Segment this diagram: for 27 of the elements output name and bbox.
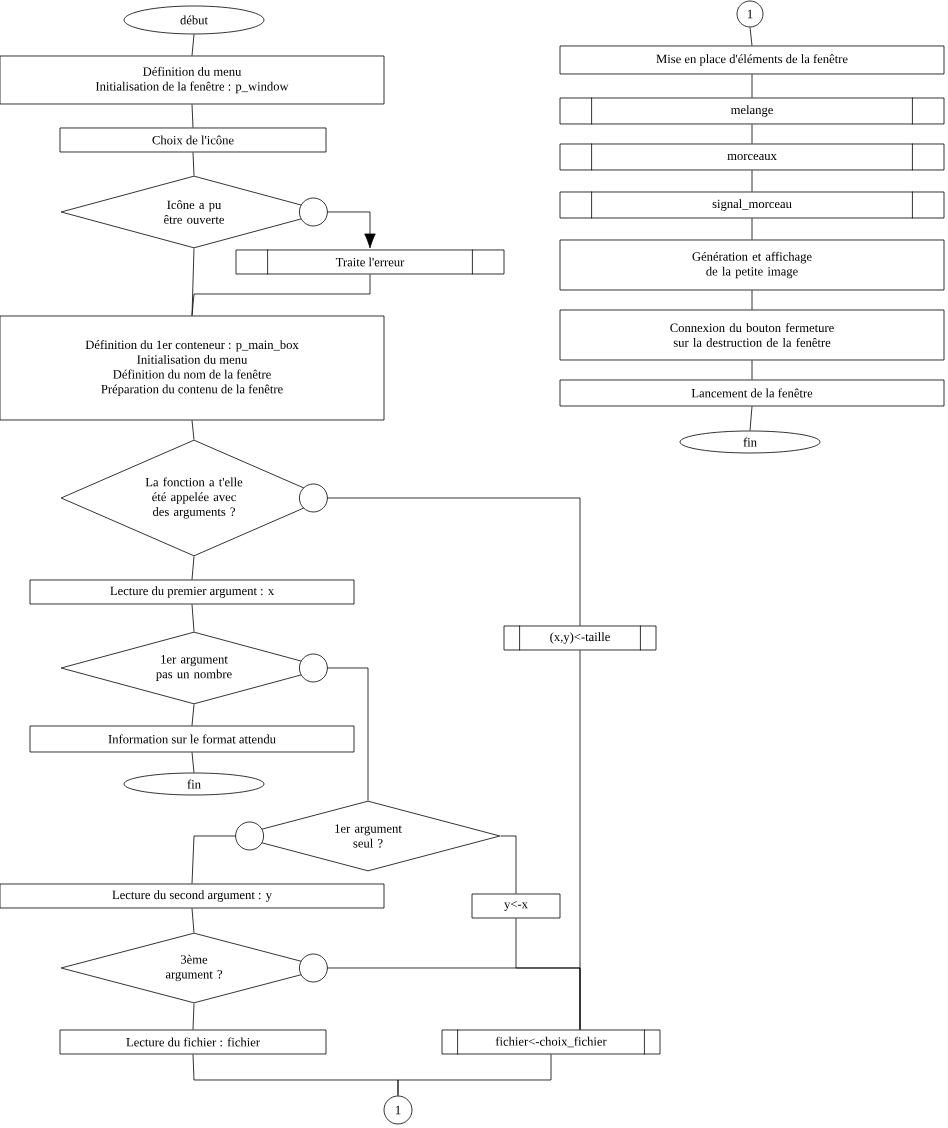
connector [579, 650, 581, 1030]
connector [751, 170, 753, 192]
connector [191, 556, 195, 580]
connector [191, 274, 371, 316]
connector [192, 152, 195, 176]
connector [191, 835, 236, 884]
connector [751, 218, 753, 240]
connector [191, 908, 195, 933]
connector [191, 420, 195, 440]
connector [751, 360, 753, 380]
connector [749, 27, 753, 46]
connector [191, 104, 194, 128]
connector [751, 73, 753, 98]
connector [192, 1003, 195, 1030]
connector [327, 667, 369, 801]
connector [751, 290, 753, 310]
connector [749, 406, 753, 431]
connector [191, 248, 195, 316]
connector [397, 1054, 552, 1096]
connector [500, 835, 517, 894]
connector [191, 704, 195, 726]
connector [191, 34, 195, 56]
connector [751, 123, 753, 144]
connector [191, 604, 195, 632]
connector [327, 211, 376, 249]
connector [327, 497, 581, 626]
connector [191, 752, 195, 773]
